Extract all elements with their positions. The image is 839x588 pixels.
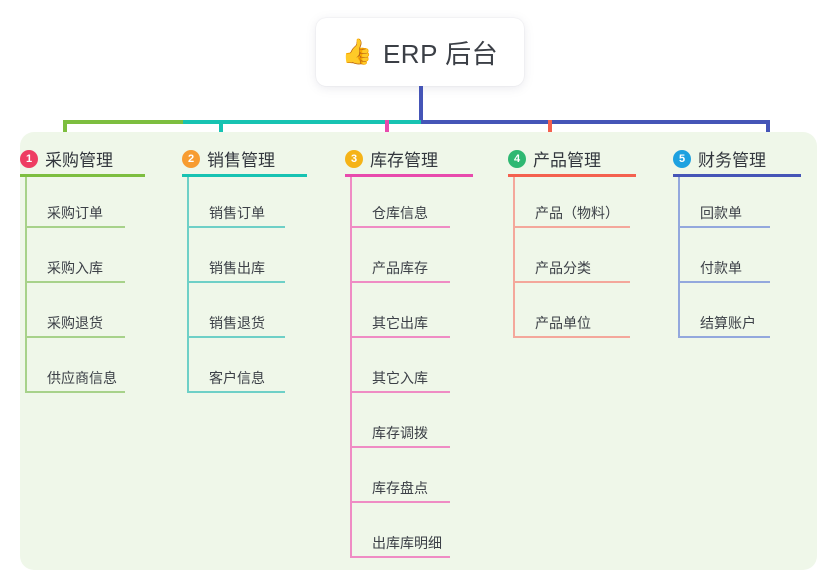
leaf-item-label: 销售订单 — [209, 205, 265, 221]
leaf-item-label: 产品分类 — [535, 260, 591, 276]
branch-badge-1: 1 — [20, 149, 38, 168]
leaf-item-underline — [678, 281, 770, 283]
leaf-item[interactable]: 回款单 — [678, 192, 770, 228]
branch-title-2: 销售管理 — [207, 151, 275, 170]
leaf-item[interactable]: 采购订单 — [25, 192, 125, 228]
leaf-item-underline — [350, 336, 450, 338]
leaf-item-underline — [513, 281, 630, 283]
leaf-item-label: 回款单 — [700, 205, 742, 221]
branch-underline-2 — [182, 174, 307, 177]
leaf-item[interactable]: 其它出库 — [350, 302, 450, 338]
leaf-item-label: 采购退货 — [47, 315, 103, 331]
bus-green — [63, 120, 183, 124]
leaf-item[interactable]: 产品库存 — [350, 247, 450, 283]
branch-title-1: 采购管理 — [45, 151, 113, 170]
leaf-item-label: 产品库存 — [372, 260, 428, 276]
branch-underline-3 — [345, 174, 473, 177]
branch-title-3: 库存管理 — [370, 151, 438, 170]
branch-spine-1 — [25, 177, 27, 393]
branch-underline-5 — [673, 174, 801, 177]
leaf-item-label: 采购订单 — [47, 205, 103, 221]
leaf-item-underline — [350, 226, 450, 228]
leaf-item-label: 付款单 — [700, 260, 742, 276]
branch-spine-4 — [513, 177, 515, 338]
leaf-item-label: 仓库信息 — [372, 205, 428, 221]
leaf-item[interactable]: 产品分类 — [513, 247, 630, 283]
branch-header-1[interactable]: 1 采购管理 — [20, 146, 113, 171]
leaf-item-label: 库存调拨 — [372, 425, 428, 441]
leaf-item-underline — [25, 226, 125, 228]
leaf-item-label: 销售出库 — [209, 260, 265, 276]
leaf-item[interactable]: 库存调拨 — [350, 412, 450, 448]
branch-spine-5 — [678, 177, 680, 338]
leaf-item-underline — [350, 446, 450, 448]
leaf-item-label: 产品（物料） — [535, 205, 619, 221]
leaf-item-underline — [513, 226, 630, 228]
leaf-item-label: 出库库明细 — [372, 535, 442, 551]
root-node-card[interactable]: 👍 ERP 后台 — [316, 18, 524, 86]
leaf-item[interactable]: 采购退货 — [25, 302, 125, 338]
root-node-title: ERP 后台 — [382, 38, 499, 69]
leaf-item-underline — [350, 501, 450, 503]
leaf-item[interactable]: 供应商信息 — [25, 357, 125, 393]
leaf-item[interactable]: 其它入库 — [350, 357, 450, 393]
leaf-item-underline — [187, 226, 285, 228]
leaf-item-underline — [678, 336, 770, 338]
leaf-item-label: 销售退货 — [209, 315, 265, 331]
leaf-item[interactable]: 付款单 — [678, 247, 770, 283]
leaf-item-underline — [350, 281, 450, 283]
leaf-item-label: 采购入库 — [47, 260, 103, 276]
branch-badge-3: 3 — [345, 149, 363, 168]
branch-badge-2: 2 — [182, 149, 200, 168]
leaf-item-label: 结算账户 — [700, 315, 756, 331]
thumbs-up-icon: 👍 — [341, 37, 373, 66]
branch-title-5: 财务管理 — [698, 151, 766, 170]
branch-underline-4 — [508, 174, 636, 177]
leaf-item-label: 客户信息 — [209, 370, 265, 386]
branch-header-5[interactable]: 5 财务管理 — [673, 146, 766, 171]
leaf-item-underline — [187, 281, 285, 283]
leaf-item-label: 产品单位 — [535, 315, 591, 331]
leaf-item[interactable]: 结算账户 — [678, 302, 770, 338]
branch-spine-3 — [350, 177, 352, 558]
leaf-item[interactable]: 采购入库 — [25, 247, 125, 283]
leaf-item[interactable]: 库存盘点 — [350, 467, 450, 503]
leaf-item-underline — [25, 391, 125, 393]
leaf-item[interactable]: 出库库明细 — [350, 522, 450, 558]
leaf-item-underline — [25, 336, 125, 338]
branch-badge-4: 4 — [508, 149, 526, 168]
bus-teal — [183, 120, 421, 124]
leaf-item-underline — [678, 226, 770, 228]
branch-badge-5: 5 — [673, 149, 691, 168]
leaf-item[interactable]: 仓库信息 — [350, 192, 450, 228]
leaf-item-underline — [513, 336, 630, 338]
leaf-item-underline — [187, 336, 285, 338]
branch-header-4[interactable]: 4 产品管理 — [508, 146, 601, 171]
leaf-item-underline — [25, 281, 125, 283]
branch-header-2[interactable]: 2 销售管理 — [182, 146, 275, 171]
leaf-item[interactable]: 产品（物料） — [513, 192, 630, 228]
mindmap-panel: 1 采购管理采购订单采购入库采购退货供应商信息 2 销售管理销售订单销售出库销售退货客… — [20, 132, 817, 570]
branch-header-3[interactable]: 3 库存管理 — [345, 146, 438, 171]
leaf-item[interactable]: 客户信息 — [187, 357, 285, 393]
leaf-item-label: 其它入库 — [372, 370, 428, 386]
leaf-item-underline — [187, 391, 285, 393]
leaf-item-label: 库存盘点 — [372, 480, 428, 496]
leaf-item[interactable]: 销售退货 — [187, 302, 285, 338]
bus-indigo — [421, 120, 766, 124]
root-stem-connector — [419, 86, 423, 122]
branch-underline-1 — [20, 174, 145, 177]
leaf-item-label: 其它出库 — [372, 315, 428, 331]
leaf-item[interactable]: 销售订单 — [187, 192, 285, 228]
branch-spine-2 — [187, 177, 189, 393]
leaf-item-underline — [350, 556, 450, 558]
leaf-item[interactable]: 销售出库 — [187, 247, 285, 283]
leaf-item-label: 供应商信息 — [47, 370, 117, 386]
branch-title-4: 产品管理 — [533, 151, 601, 170]
leaf-item[interactable]: 产品单位 — [513, 302, 630, 338]
leaf-item-underline — [350, 391, 450, 393]
